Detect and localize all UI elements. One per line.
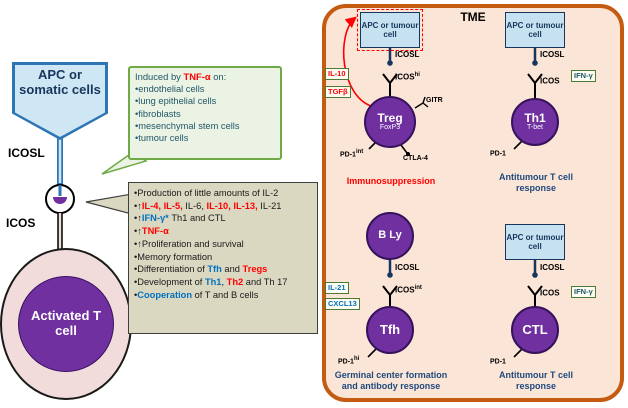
- immunosuppression-caption: Immunosuppression: [346, 176, 436, 186]
- treg-feedback-arrow: [342, 16, 375, 108]
- activated-t-cell-label: Activated T cell: [30, 308, 102, 338]
- ctl-cell-label: CTL: [522, 322, 548, 338]
- icosl-label: ICOSL: [8, 146, 45, 160]
- ctla4-receptor: [400, 144, 408, 154]
- activated-t-cell: Activated T cell: [0, 248, 132, 400]
- ctl-ifng-tag: IFN-γ: [571, 286, 596, 299]
- apc-somatic-cells-label: APC or somatic cells: [19, 67, 101, 97]
- gitr-label: GITR: [426, 97, 443, 104]
- induced-item: •fibroblasts: [135, 108, 181, 119]
- ctl-pd1-label: PD-1: [490, 358, 506, 366]
- il21-tag: IL-21: [325, 282, 349, 295]
- th1-tbet-label: T-bet: [527, 124, 543, 132]
- ctl-apc-tumour-cell-box: APC or tumour cell: [505, 224, 565, 260]
- ctl-apc-label: APC or tumour cell: [506, 232, 564, 251]
- treg-apc-label: APC or tumour cell: [361, 20, 419, 39]
- ctl-pd1-receptor: [513, 348, 523, 358]
- tgfb-tag: TGFβ: [325, 86, 351, 99]
- th1-ifng-tag: IFN-γ: [571, 70, 596, 83]
- effect-line: •Production of little amounts of IL-2: [134, 188, 279, 198]
- tfh-cell: Tfh: [366, 306, 414, 354]
- effect-line: •↑IFN-γ* Th1 and CTL: [134, 213, 226, 224]
- tfh-pd1-receptor: [367, 348, 377, 358]
- ctl-icos-label: ICOS: [540, 288, 560, 298]
- tan-callout-tail: [85, 193, 133, 215]
- effect-line: •Cooperation of T and B cells: [134, 289, 259, 300]
- treg-icosl-label: ICOSL: [395, 50, 420, 59]
- induced-item: •tumour cells: [135, 133, 189, 144]
- icos-effects-callout: •Production of little amounts of IL-2 •↑…: [128, 182, 318, 334]
- th1-apc-tumour-cell-box: APC or tumour cell: [505, 12, 565, 48]
- tfh-icosl-label: ICOSL: [395, 263, 420, 272]
- effect-line: •Memory formation: [134, 251, 213, 262]
- induced-item: •mesenchymal stem cells: [135, 121, 240, 132]
- tme-inner: TME APC or tumour cell ICOSL ICOShi IL-1…: [322, 4, 624, 402]
- th1-apc-label: APC or tumour cell: [506, 20, 564, 39]
- effect-line: •Development of Th1, Th2 and Th 17: [134, 277, 288, 288]
- icos-receptor-cup: [53, 197, 67, 204]
- treg-foxp3-label: FoxP3: [379, 124, 401, 132]
- ctl-cell: CTL: [511, 306, 559, 354]
- tme-box: TME APC or tumour cell ICOSL ICOShi IL-1…: [322, 4, 624, 402]
- tfh-icos-label: ICOSint: [395, 285, 422, 295]
- activated-t-cell-nucleus: Activated T cell: [18, 276, 114, 372]
- tme-title: TME: [460, 10, 486, 24]
- th1-cell: Th1 T-bet: [511, 98, 559, 146]
- effect-line: •↑TNF-α: [134, 226, 169, 237]
- ctl-antitumour-caption: Antitumour T cell response: [499, 370, 573, 391]
- effect-line: •↑IL-4, IL-5, IL-6, IL-10, IL-13, IL-21: [134, 200, 282, 211]
- cxcl13-tag: CXCL13: [325, 298, 360, 311]
- induced-item: •lung epithelial cells: [135, 96, 217, 107]
- tme-connectors: [342, 16, 543, 358]
- b-lymphocyte-cell: B Ly: [366, 212, 414, 260]
- effect-line: •Differentiation of Tfh and Tregs: [134, 264, 268, 275]
- treg-apc-tumour-cell-box: APC or tumour cell: [357, 9, 423, 51]
- ctl-icosl-label: ICOSL: [540, 263, 565, 272]
- induced-by-callout: Induced by TNF-α on: •endothelial cells …: [128, 66, 282, 160]
- th1-icos-label: ICOS: [540, 76, 560, 86]
- treg-pd1-label: PD-1int: [340, 149, 364, 159]
- th1-pd1-label: PD-1: [490, 150, 506, 158]
- treg-icos-label: ICOShi: [395, 72, 420, 82]
- treg-cell-label: Treg: [377, 110, 403, 125]
- th1-cell-label: Th1: [524, 110, 546, 125]
- tfh-cell-label: Tfh: [379, 322, 401, 338]
- gitr-receptor: [414, 96, 429, 109]
- treg-cell: Treg FoxP3: [364, 96, 416, 148]
- b-ly-label: B Ly: [378, 229, 402, 242]
- th1-pd1-receptor: [513, 140, 523, 150]
- icos-label: ICOS: [6, 216, 36, 230]
- tfh-pd1-label: PD-1hi: [338, 356, 360, 366]
- induced-by-title: Induced by TNF-α on:: [135, 71, 227, 82]
- effect-line: •↑Proliferation and survival: [134, 238, 244, 249]
- ctla4-label: CTLA-4: [403, 155, 428, 162]
- il10-tag: IL-10: [325, 68, 349, 81]
- induced-item: •endothelial cells: [135, 84, 205, 95]
- germinal-center-caption: Germinal center formation and antibody r…: [334, 370, 448, 391]
- th1-icosl-label: ICOSL: [540, 50, 565, 59]
- th1-antitumour-caption: Antitumour T cell response: [499, 172, 573, 193]
